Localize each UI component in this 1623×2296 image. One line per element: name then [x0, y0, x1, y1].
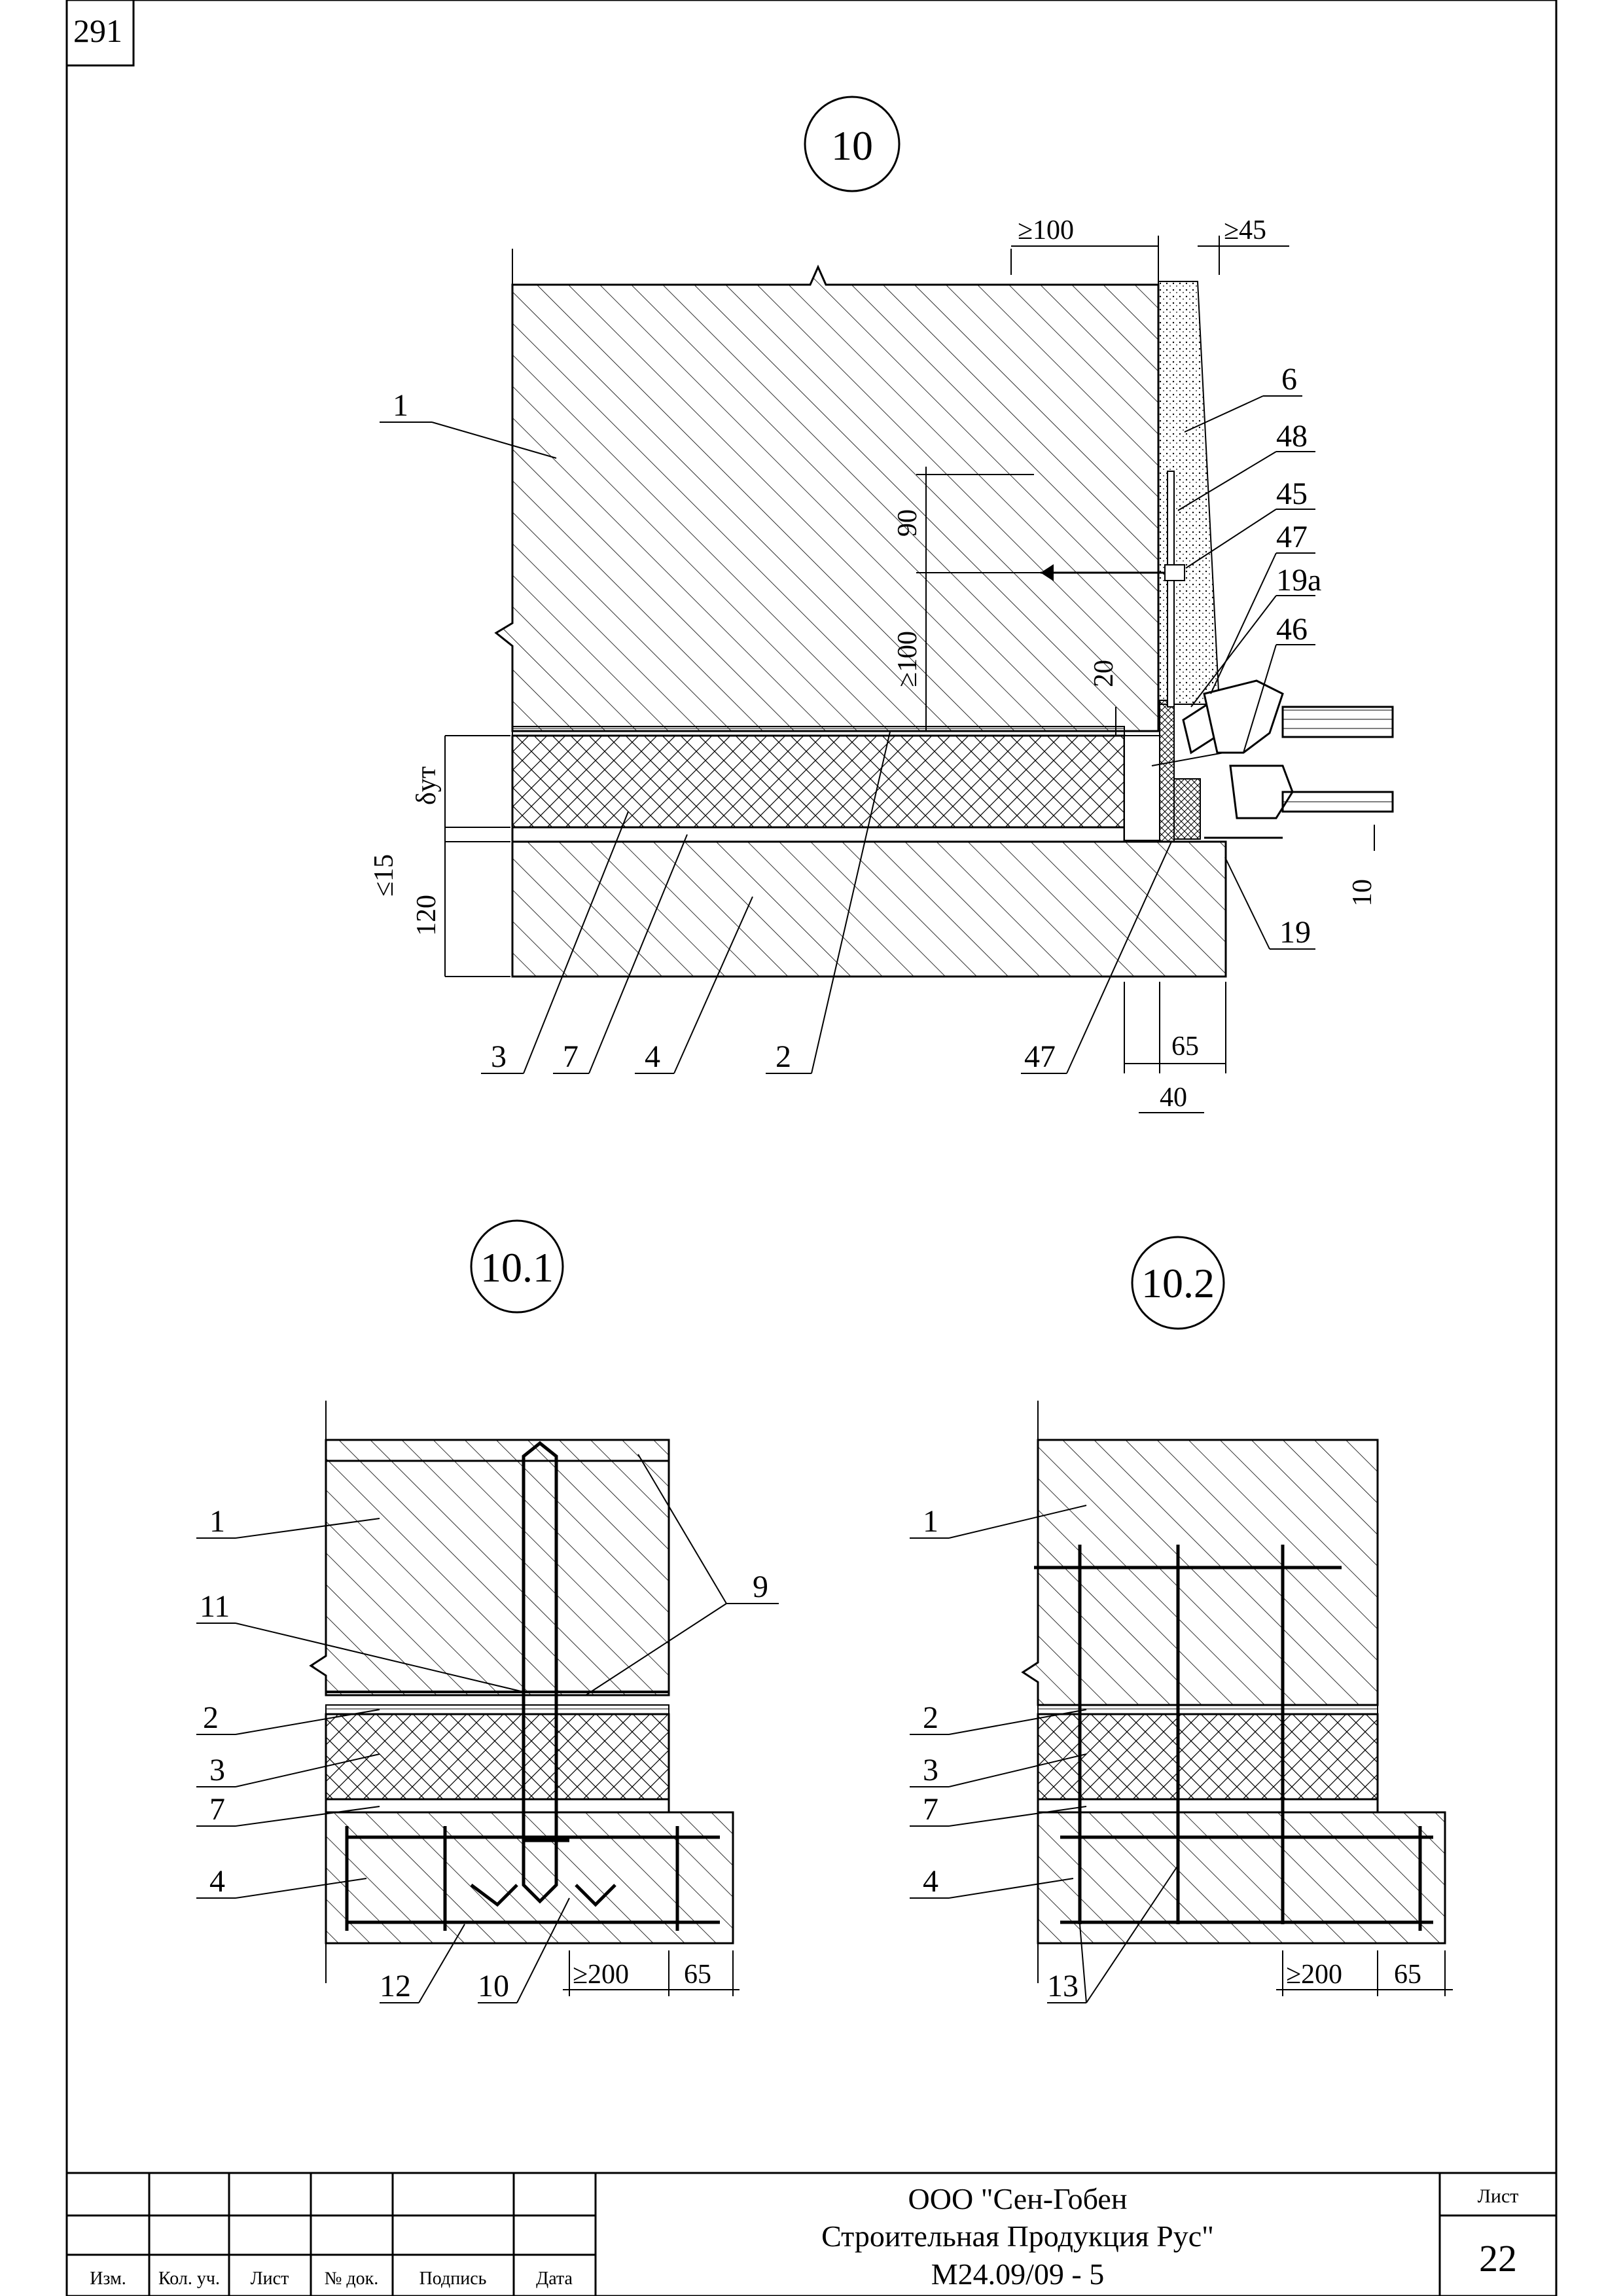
- dim-100-vert: ≥100: [893, 631, 923, 687]
- callouts: [196, 1454, 779, 2003]
- wall-block: [1021, 1439, 1379, 1706]
- wall-block: [494, 264, 1160, 732]
- callouts: [910, 1505, 1179, 2003]
- callout-47-top: 47: [1276, 520, 1308, 554]
- screed-layer: [325, 1798, 670, 1814]
- callout-3: 3: [491, 1039, 507, 1074]
- callout-7: 7: [923, 1792, 938, 1827]
- dim-200: ≥200: [573, 1960, 629, 1990]
- callout-47-bottom: 47: [1024, 1039, 1056, 1074]
- callout-48: 48: [1276, 419, 1308, 454]
- callout-2: 2: [203, 1700, 219, 1735]
- dim-65: 65: [1171, 1031, 1199, 1062]
- dim-100-top: ≥100: [1018, 215, 1074, 245]
- callout-2: 2: [776, 1039, 791, 1074]
- dim-dyt: δут: [412, 766, 442, 805]
- dim-lines-vertical: 90 ≥100 20 δут ≤15 120 10: [369, 467, 1378, 977]
- title-block: [67, 2172, 1556, 2296]
- sheet-number: 22: [1479, 2237, 1517, 2280]
- detail-title: 10.1: [480, 1244, 554, 1291]
- detail-10-2: 10.2 ≥200 65: [910, 1236, 1453, 2003]
- dim-lines: [1276, 1950, 1453, 1996]
- header-signature: Подпись: [419, 2269, 487, 2289]
- callout-7: 7: [209, 1792, 225, 1827]
- dim-lines-top: ≥100 ≥45: [1010, 215, 1289, 281]
- insulation-layer: [1037, 1713, 1379, 1801]
- company-name-line1: ООО "Сен-Гобен: [908, 2182, 1128, 2215]
- membrane-layer: [512, 726, 1125, 736]
- dim-65: 65: [1394, 1960, 1421, 1990]
- dim-90: 90: [893, 509, 923, 537]
- floor-slab: [511, 840, 1227, 978]
- callout-4: 4: [923, 1864, 938, 1899]
- callout-3: 3: [923, 1753, 938, 1787]
- document-code: М24.09/09 - 5: [931, 2257, 1105, 2291]
- header-doc-no: № док.: [325, 2269, 379, 2289]
- callout-45: 45: [1276, 476, 1308, 511]
- detail-10: 10: [369, 96, 1394, 1113]
- header-date: Дата: [536, 2269, 573, 2289]
- header-kol-uch: Кол. уч.: [158, 2269, 220, 2289]
- header-izm: Изм.: [90, 2269, 126, 2289]
- dim-lines: [563, 1950, 740, 1996]
- screed-layer: [1037, 1798, 1379, 1814]
- header-list: Лист: [251, 2269, 289, 2289]
- anchor-bolt: [1041, 564, 1185, 581]
- wall-block: [309, 1439, 670, 1696]
- detail-title-circle: [1131, 1236, 1225, 1330]
- detail-10-1: 10.1 ≥200 65: [196, 1219, 779, 2003]
- dim-15: ≤15: [369, 854, 399, 897]
- callout-10: 10: [478, 1969, 509, 2003]
- callout-4: 4: [645, 1039, 660, 1074]
- callout-19: 19: [1279, 915, 1311, 950]
- callout-46: 46: [1276, 612, 1308, 647]
- screed-layer: [511, 826, 1126, 843]
- sheet-label: Лист: [1478, 2185, 1519, 2207]
- company-name-line2: Строительная Продукция Рус": [821, 2219, 1214, 2253]
- insulation-layer: [511, 734, 1126, 829]
- dim-10: 10: [1347, 879, 1378, 906]
- page-number: 291: [73, 12, 122, 49]
- callout-1: 1: [923, 1504, 938, 1539]
- callout-12: 12: [380, 1969, 411, 2003]
- page-number-box: [65, 0, 135, 67]
- callout-4: 4: [209, 1864, 225, 1899]
- callout-19a: 19а: [1276, 563, 1321, 598]
- callout-1: 1: [393, 388, 408, 423]
- callout-3: 3: [209, 1753, 225, 1787]
- dim-65: 65: [684, 1960, 711, 1990]
- callout-7: 7: [563, 1039, 579, 1074]
- callout-labels-detail-10: 1 6 48 45 47 19а 46 19 3 7 4 2 47: [393, 362, 1321, 1074]
- dim-120: 120: [412, 895, 442, 936]
- detail-title: 10: [831, 122, 873, 169]
- callout-11: 11: [200, 1589, 230, 1624]
- callout-13: 13: [1047, 1969, 1079, 2003]
- detail-title-circle: [470, 1219, 564, 1314]
- callouts-detail-10: [380, 395, 1315, 1074]
- detail-title: 10.2: [1141, 1260, 1215, 1306]
- membrane-layer: [1037, 1704, 1378, 1715]
- detail-title-circle: [804, 96, 901, 192]
- dim-lines-bottom: 65 40: [1124, 982, 1226, 1113]
- callout-1: 1: [209, 1504, 225, 1539]
- callout-9: 9: [753, 1570, 768, 1604]
- dim-45-top: ≥45: [1224, 215, 1266, 245]
- sheet-frame: 2 9 1: [65, 0, 1558, 2296]
- dim-200: ≥200: [1286, 1960, 1342, 1990]
- callout-2: 2: [923, 1700, 938, 1735]
- dim-40: 40: [1160, 1083, 1187, 1113]
- rebar-grid: [1034, 1545, 1433, 1931]
- callout-6: 6: [1281, 362, 1297, 397]
- insulation-layer: [325, 1713, 670, 1801]
- rebar-cage: [345, 1441, 720, 1931]
- title-block-text: Изм. Кол. уч. Лист № док. Подпись Дата О…: [90, 2182, 1518, 2291]
- dim-20: 20: [1089, 660, 1119, 687]
- window-frame: [1124, 471, 1394, 842]
